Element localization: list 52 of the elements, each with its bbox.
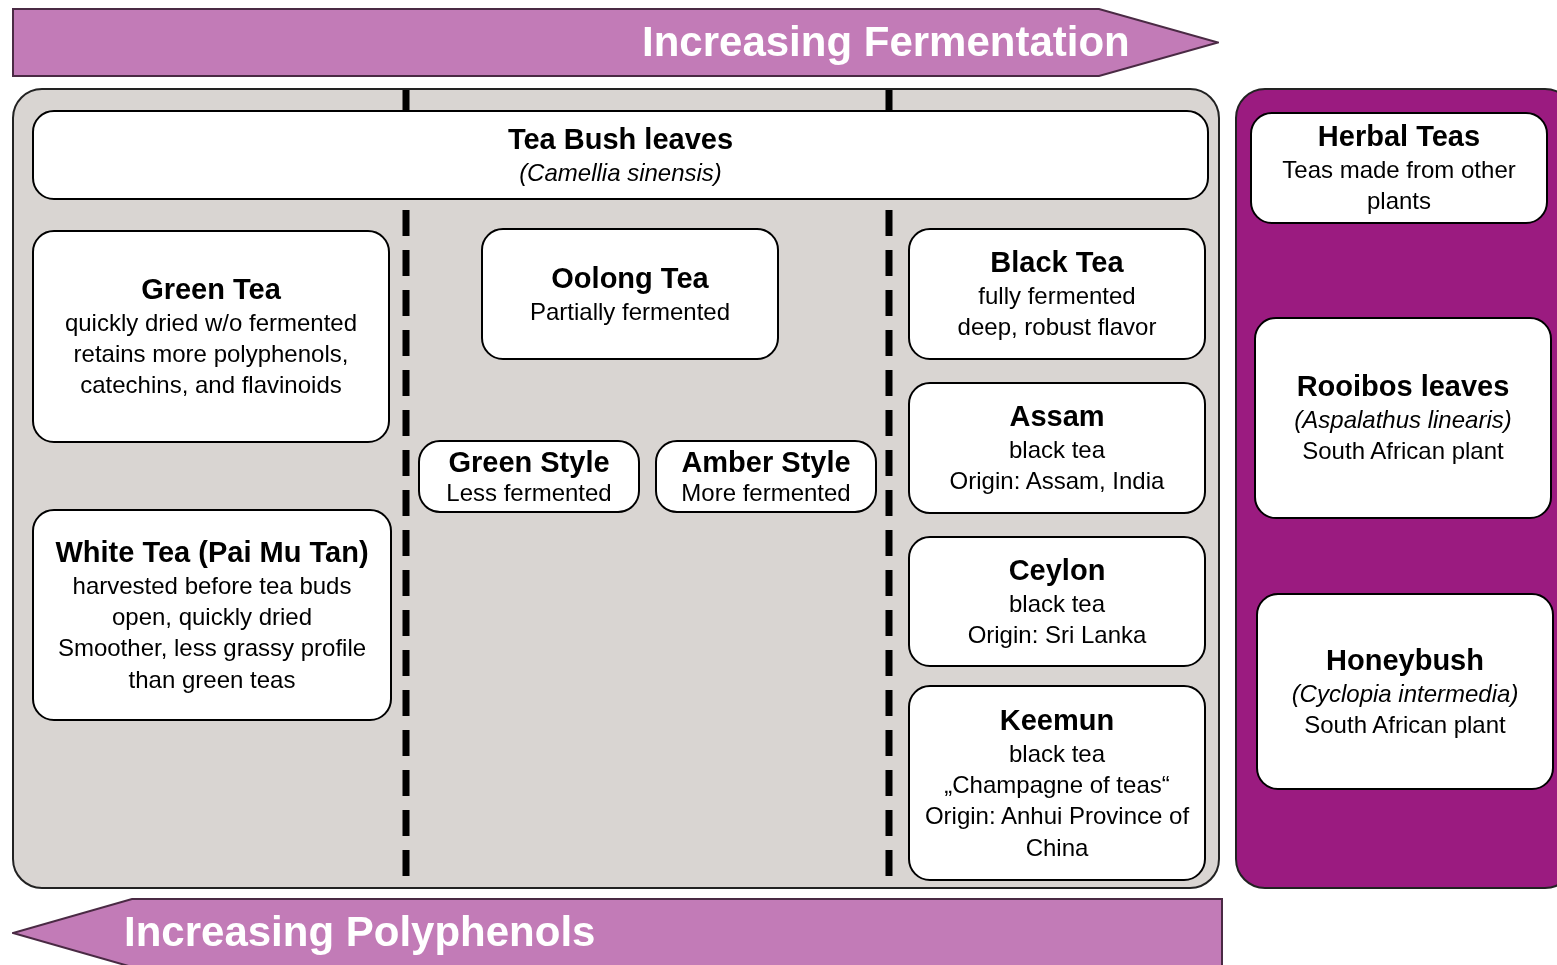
card-title: Oolong Tea	[551, 261, 709, 296]
card-text: (Camellia sinensis)	[519, 157, 722, 188]
card-text: black tea	[1008, 435, 1106, 466]
group-panel	[12, 88, 1220, 889]
card-title: Green Tea	[141, 272, 281, 308]
info-card	[481, 228, 779, 360]
info-card	[655, 440, 877, 513]
info-card	[908, 382, 1206, 514]
card-text: (Aspalathus linearis)	[1294, 405, 1512, 436]
card-title: Herbal Teas	[1317, 119, 1481, 155]
card-text: Origin: Anhui Province of China	[923, 801, 1191, 863]
card-title: Green Style	[448, 446, 610, 480]
card-text: retains more polyphenols, catechins, and flavinoids	[72, 339, 350, 401]
card-title: Tea Bush leaves	[507, 122, 734, 157]
banner-title: Increasing Fermentation	[642, 18, 1130, 66]
card-title: Black Tea	[990, 245, 1124, 281]
banner-title: Increasing Polyphenols	[124, 908, 596, 956]
card-text: black tea	[1008, 588, 1106, 619]
info-card	[1250, 112, 1548, 224]
card-text: Teas made from other plants	[1281, 155, 1517, 217]
card-text: (Cyclopia intermedia)	[1291, 678, 1519, 709]
card-text: Smoother, less grassy profile than green teas	[56, 633, 368, 695]
info-card	[908, 536, 1206, 667]
card-text: More fermented	[681, 479, 851, 507]
card-text: Origin: Sri Lanka	[967, 619, 1147, 650]
card-text: Less fermented	[446, 479, 612, 507]
info-card	[1256, 593, 1554, 790]
info-card	[32, 110, 1209, 200]
card-title: Keemun	[999, 703, 1115, 738]
card-text: Origin: Assam, India	[949, 466, 1165, 497]
card-text: „Champagne of teas“	[944, 770, 1170, 801]
card-text: Partially fermented	[529, 296, 731, 327]
card-title: Honeybush	[1326, 642, 1484, 678]
info-card	[908, 685, 1206, 881]
info-card	[1254, 317, 1552, 519]
info-card	[32, 230, 390, 443]
card-title: White Tea (Pai Mu Tan)	[55, 535, 369, 570]
card-title: Amber Style	[681, 446, 851, 480]
info-card	[908, 228, 1206, 360]
info-card	[418, 440, 640, 513]
info-card	[32, 509, 392, 721]
card-title: Assam	[1009, 399, 1105, 435]
card-text: fully fermented	[978, 281, 1136, 312]
card-text: quickly dried w/o fermented	[64, 308, 358, 339]
card-text: harvested before tea buds open, quickly dried	[71, 571, 353, 633]
card-text: South African plant	[1302, 436, 1504, 467]
card-title: Rooibos leaves	[1296, 369, 1510, 405]
side-panel	[1235, 88, 1557, 889]
card-title: Ceylon	[1008, 552, 1106, 588]
card-text: South African plant	[1304, 709, 1506, 740]
card-text: black tea	[1008, 739, 1106, 769]
card-text: deep, robust flavor	[957, 312, 1157, 343]
